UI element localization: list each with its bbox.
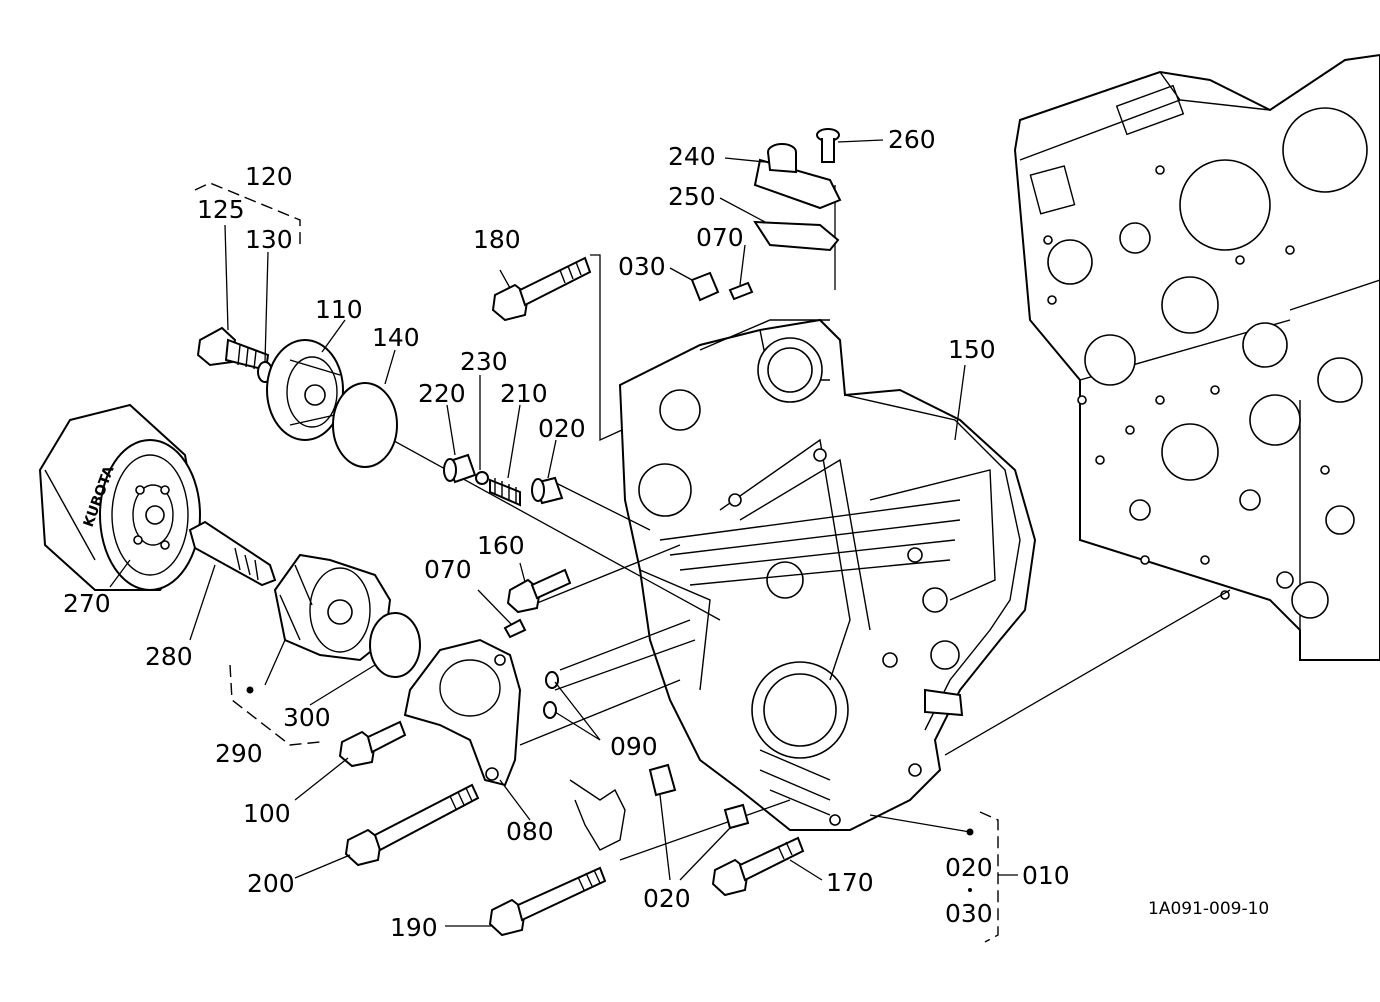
label-070-upper: 070 — [696, 223, 744, 252]
label-270: 270 — [63, 589, 111, 618]
label-090: 090 — [610, 732, 658, 761]
label-190: 190 — [390, 913, 438, 942]
water-flange-240 — [753, 143, 842, 210]
filter-bracket — [266, 339, 344, 441]
group-dot-010 — [966, 828, 974, 836]
label-125: 125 — [197, 195, 245, 224]
label-250: 250 — [668, 182, 716, 211]
case-fragment — [569, 779, 626, 851]
label-110: 110 — [315, 295, 363, 324]
label-030-upper: 030 — [618, 252, 666, 281]
label-070-lower: 070 — [424, 555, 472, 584]
label-020-group: 020 — [945, 853, 993, 882]
label-210: 210 — [500, 379, 548, 408]
label-260: 260 — [888, 125, 936, 154]
o-ring-140 — [332, 382, 398, 468]
label-280: 280 — [145, 642, 193, 671]
label-130: 130 — [245, 225, 293, 254]
engine-block — [1013, 53, 1380, 661]
label-100: 100 — [243, 799, 291, 828]
relief-valve-parts — [443, 453, 564, 507]
plug-020-lower-b — [723, 803, 750, 830]
label-200: 200 — [247, 869, 295, 898]
label-120: 120 — [245, 162, 293, 191]
label-080: 080 — [506, 817, 554, 846]
label-150: 150 — [948, 335, 996, 364]
bolt-190 — [488, 866, 607, 937]
label-240: 240 — [668, 142, 716, 171]
label-230: 230 — [460, 347, 508, 376]
label-220: 220 — [418, 379, 466, 408]
gasket-250 — [753, 220, 840, 252]
label-180: 180 — [473, 225, 521, 254]
group-bracket-010 — [979, 811, 999, 943]
label-290: 290 — [215, 739, 263, 768]
assembly-lines — [364, 185, 1231, 861]
o-ring-300 — [369, 612, 421, 678]
gear-case — [618, 318, 1037, 831]
bolt-180 — [491, 256, 592, 322]
group-bracket-120 — [194, 182, 301, 245]
label-160: 160 — [477, 531, 525, 560]
plug-020-lower-a — [648, 763, 677, 797]
bolt-100 — [338, 720, 407, 768]
filter-nipple — [188, 520, 277, 587]
o-ring-090-b — [543, 701, 557, 719]
bolt-200 — [344, 783, 480, 867]
label-020-lower: 020 — [643, 884, 691, 913]
pin-070-lower — [503, 618, 527, 639]
oil-pump — [403, 638, 522, 787]
bolt-160 — [506, 568, 572, 614]
pin-070-upper — [728, 281, 754, 301]
bolt-260 — [816, 128, 840, 163]
relief-bolt — [196, 326, 270, 372]
group-dot-290 — [246, 686, 254, 694]
label-300: 300 — [283, 703, 331, 732]
oil-filter: KUBOTA — [38, 403, 202, 591]
label-010: 010 — [1022, 861, 1070, 890]
group-dot-010-mid — [968, 888, 972, 892]
part-labels: 120 125 130 110 140 180 240 260 250 070 … — [63, 125, 1269, 942]
drawing-code: 1A091-009-10 — [1148, 899, 1269, 919]
label-020-upper: 020 — [538, 414, 586, 443]
label-170: 170 — [826, 868, 874, 897]
leader-lines — [109, 139, 971, 927]
o-ring-090-a — [545, 671, 559, 689]
label-030-group: 030 — [945, 899, 993, 928]
bolt-170 — [711, 836, 805, 897]
label-140: 140 — [372, 323, 420, 352]
plug-030 — [690, 271, 720, 302]
